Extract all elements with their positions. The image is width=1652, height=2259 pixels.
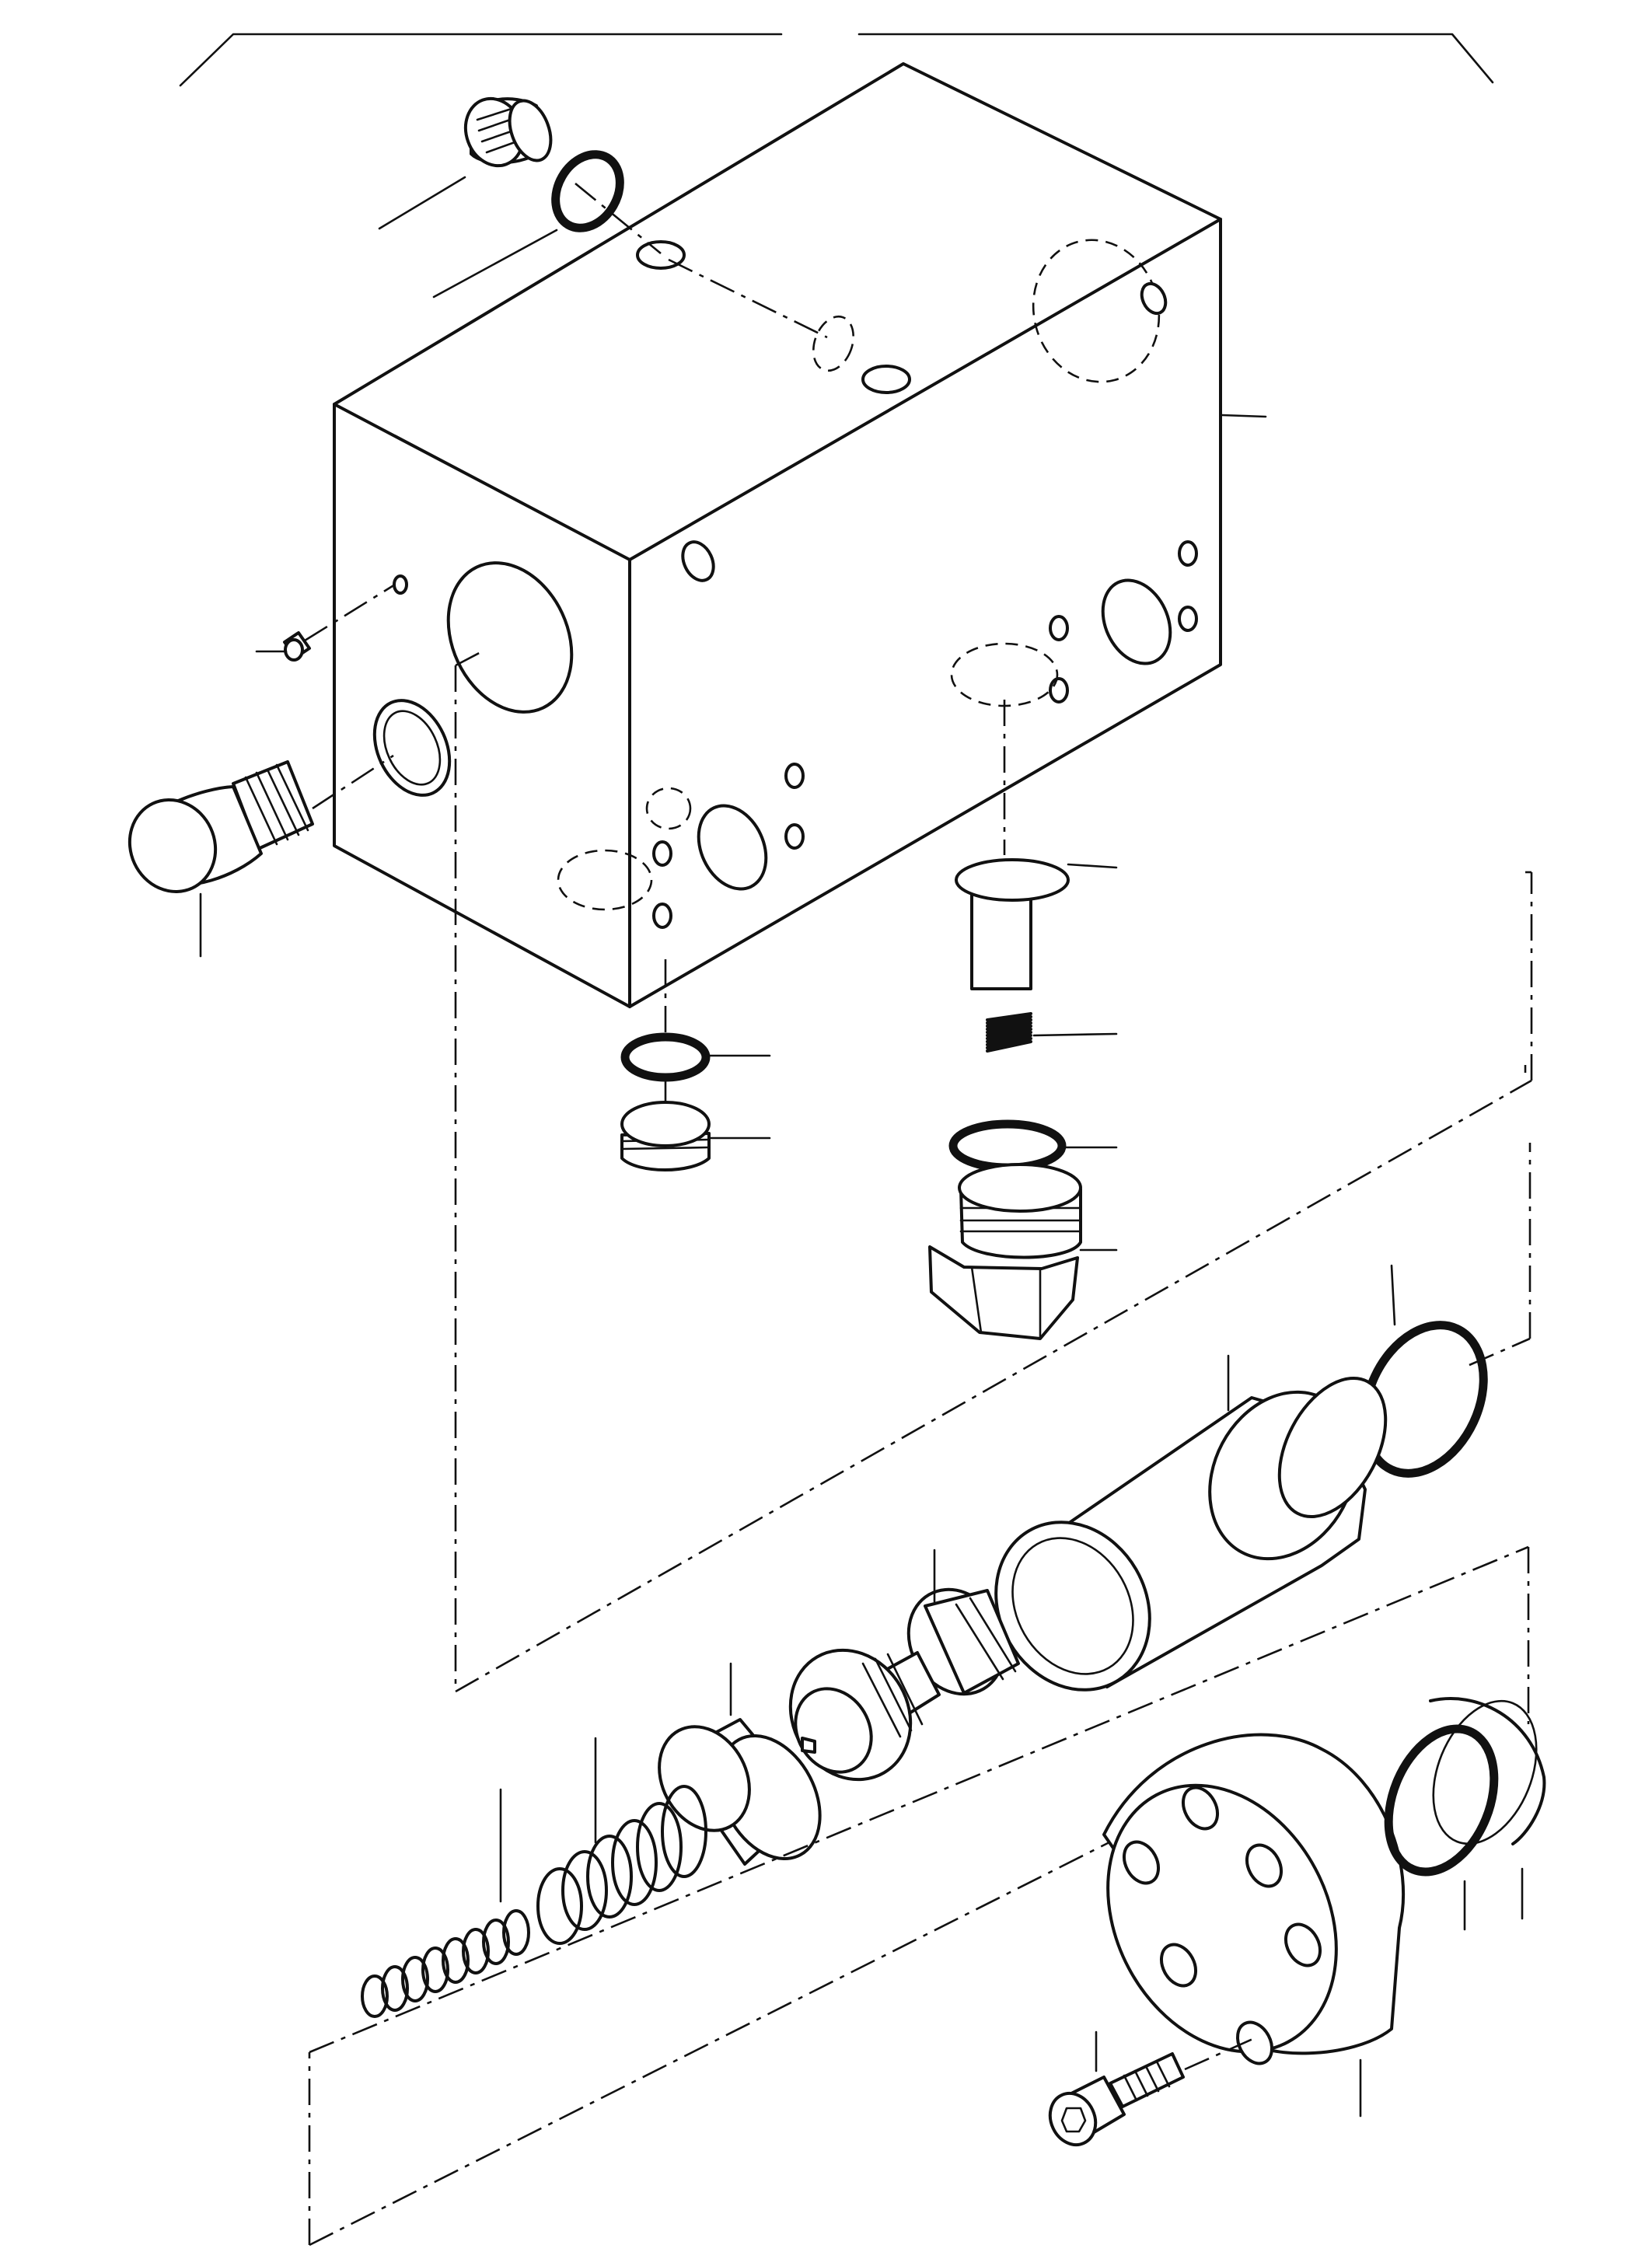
valve-body <box>333 62 1267 1008</box>
check-poppet <box>955 700 1118 990</box>
leader-body <box>1221 414 1267 418</box>
top-port-2 <box>861 365 911 394</box>
sleeve <box>994 1354 1388 1692</box>
cap-screw <box>1048 2030 1259 2147</box>
check-plug-hex <box>928 1163 1118 1340</box>
end-cap <box>1102 1733 1406 2118</box>
inner-spring <box>361 1788 530 2018</box>
o-ring-cap <box>1384 1724 1499 1931</box>
spring-seat <box>658 1662 822 1866</box>
spool-piston <box>788 1548 1020 1782</box>
screw-small <box>255 583 396 662</box>
plug-hex-left <box>127 754 394 958</box>
o-ring-check <box>948 1119 1118 1172</box>
outer-spring <box>536 1737 707 1945</box>
o-ring-bottom <box>620 1032 771 1082</box>
backup-ring <box>1429 1697 1546 1920</box>
top-bracket <box>179 33 1494 87</box>
plug-top <box>378 96 553 230</box>
plug-bottom <box>620 959 771 1171</box>
check-spring <box>986 1012 1118 1053</box>
o-ring-sleeve <box>1360 1264 1488 1478</box>
o-ring-top <box>432 150 624 299</box>
